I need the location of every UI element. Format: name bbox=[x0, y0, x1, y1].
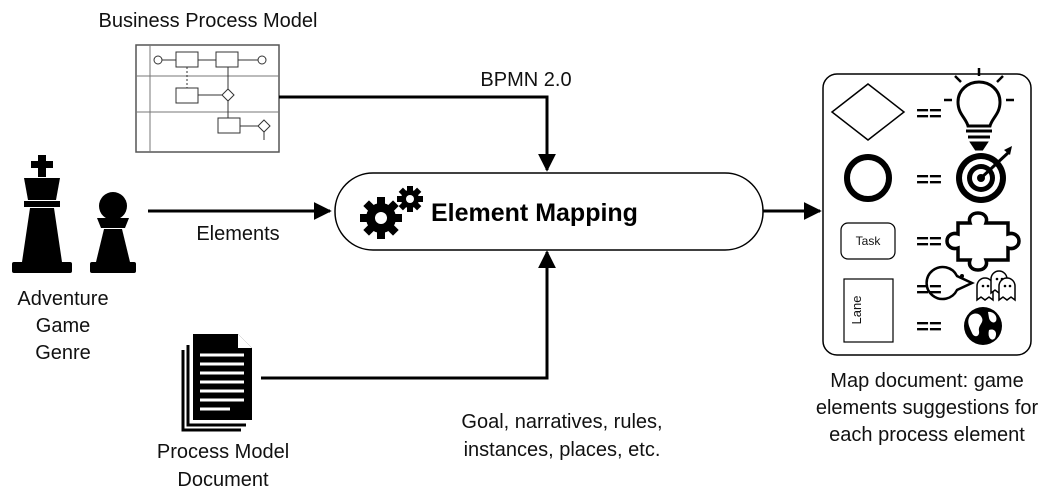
equals-sign-event: == bbox=[916, 167, 942, 192]
pacman-ghosts-icon bbox=[925, 265, 1016, 302]
lane-shape-label: Lane bbox=[849, 296, 864, 325]
task-shape bbox=[840, 222, 896, 260]
map-document-line1: Map document: game bbox=[830, 370, 1023, 392]
lane-shape bbox=[843, 278, 894, 343]
bpmn-arrow bbox=[279, 95, 556, 172]
equals-sign-lane-1: == bbox=[916, 277, 942, 302]
document-arrow bbox=[261, 250, 556, 380]
bpmn-diagram-illustration bbox=[135, 44, 280, 153]
adventure-label-line1: Adventure bbox=[17, 288, 108, 310]
bpmn-label: BPMN 2.0 bbox=[480, 69, 571, 91]
target-icon bbox=[956, 146, 1012, 203]
chess-king-and-pawn-icon bbox=[12, 155, 136, 273]
equals-sign-task: == bbox=[916, 229, 942, 254]
adventure-label-line2: Game bbox=[36, 315, 90, 337]
goal-label-line2: instances, places, etc. bbox=[464, 439, 661, 461]
business-process-model-label: Business Process Model bbox=[99, 10, 318, 32]
document-stack-icon bbox=[181, 334, 252, 432]
globe-icon bbox=[964, 307, 1002, 345]
element-mapping-box bbox=[334, 172, 764, 251]
element-mapping-title: Element Mapping bbox=[431, 199, 638, 227]
map-document-line3: each process element bbox=[829, 424, 1025, 446]
gears-icon bbox=[360, 186, 423, 239]
equals-sign-gateway: == bbox=[916, 101, 942, 126]
puzzle-piece-icon bbox=[945, 211, 1021, 272]
event-circle-shape bbox=[844, 154, 892, 202]
task-shape-label: Task bbox=[856, 234, 882, 248]
gateway-diamond-shape bbox=[830, 83, 906, 141]
process-model-document-line1: Process Model bbox=[157, 441, 289, 463]
equals-sign-lane-2: == bbox=[916, 314, 942, 339]
goal-label-line1: Goal, narratives, rules, bbox=[461, 411, 662, 433]
elements-label: Elements bbox=[196, 223, 279, 245]
map-document-line2: elements suggestions for bbox=[816, 397, 1039, 419]
adventure-label-line3: Genre bbox=[35, 342, 91, 364]
lightbulb-icon bbox=[944, 68, 1014, 151]
process-model-document-line2: Document bbox=[177, 469, 269, 491]
